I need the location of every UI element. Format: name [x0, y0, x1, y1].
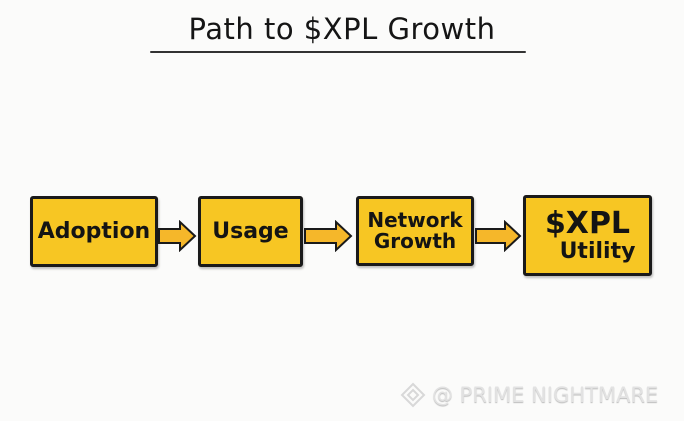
step-label-line1: Network — [367, 208, 463, 232]
step-adoption: Adoption — [30, 196, 158, 267]
diamond-logo-icon — [400, 382, 426, 408]
step-usage: Usage — [198, 196, 303, 267]
arrow-right-icon — [158, 220, 197, 252]
title-underline — [150, 51, 526, 53]
watermark-text: @ PRIME NIGHTMARE — [432, 383, 659, 407]
arrow-right-icon — [475, 220, 522, 252]
step-label: Usage — [212, 218, 289, 244]
step-network-growth: Network Growth — [356, 196, 474, 266]
arrow-right-icon — [304, 220, 353, 252]
step-xpl-utility: $XPL Utility — [523, 195, 652, 276]
step-label-line1: $XPL — [544, 206, 631, 242]
step-label-line2: Utility — [559, 238, 636, 264]
watermark: @ PRIME NIGHTMARE — [400, 382, 658, 408]
diagram-title: Path to $XPL Growth — [188, 12, 496, 46]
step-label-line2: Growth — [373, 229, 457, 253]
step-label: Adoption — [37, 218, 151, 244]
